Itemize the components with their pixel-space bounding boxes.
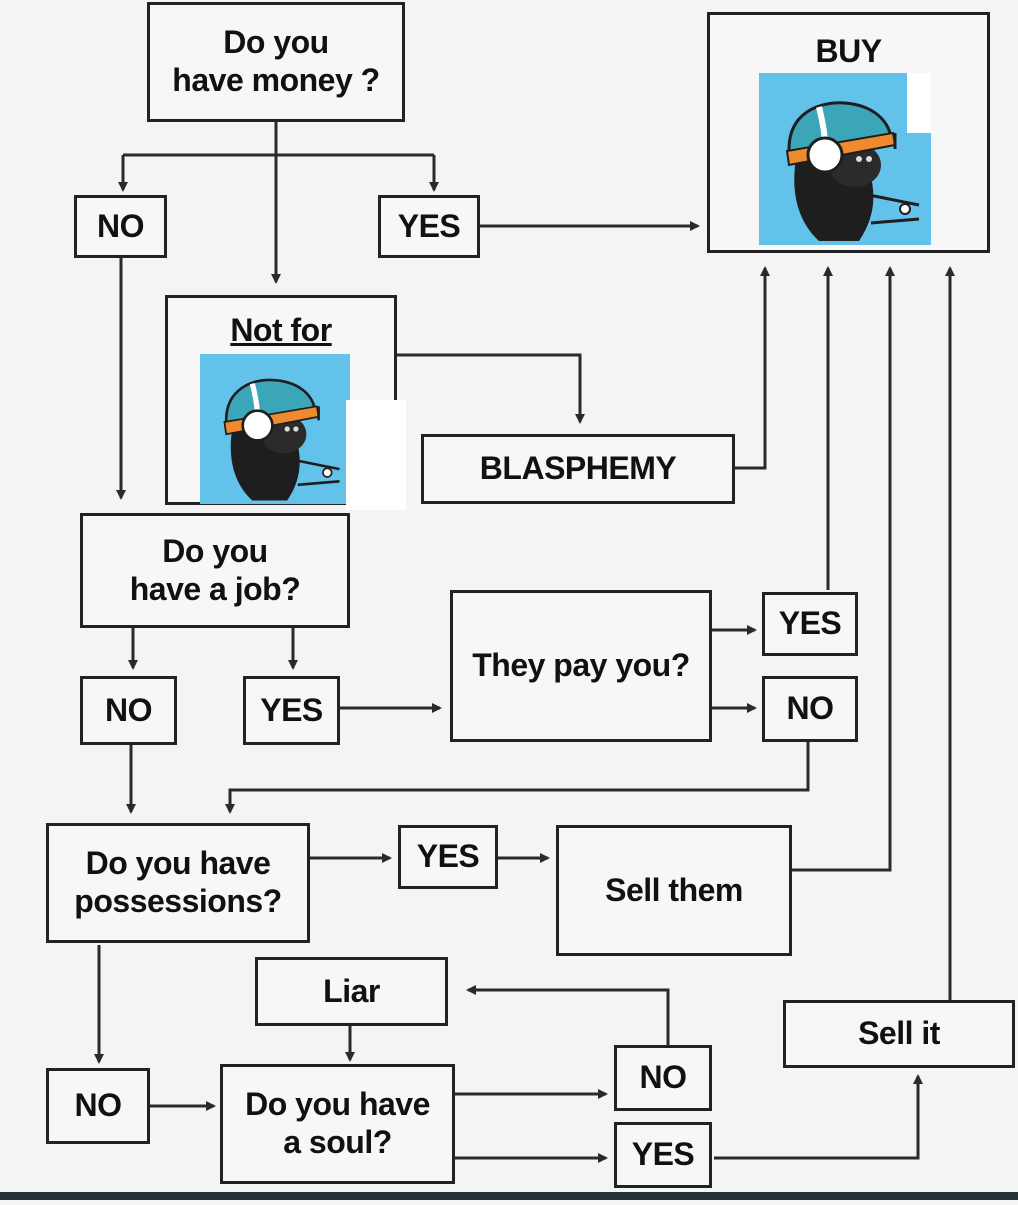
character-avatar-icon	[759, 73, 931, 245]
node-label: NO	[97, 207, 145, 244]
node-label: Not for	[230, 312, 332, 348]
avatar-arm	[858, 191, 920, 225]
node-label: Do you have possessions?	[74, 845, 282, 919]
node-label: They pay you?	[472, 647, 690, 684]
node-have-money: Do you have money ?	[147, 2, 405, 122]
node-label: BUY	[815, 33, 882, 69]
node-sell-it: Sell it	[783, 1000, 1015, 1068]
node-yes-pay: YES	[762, 592, 858, 656]
arrow-blasphemy-buy	[735, 266, 770, 470]
avatar-button	[322, 467, 333, 478]
node-label: NO	[105, 691, 153, 728]
node-label: YES	[631, 1136, 695, 1173]
arrow-sellthem-buy	[792, 266, 895, 872]
node-label: YES	[778, 605, 842, 642]
avatar-eye	[856, 156, 862, 162]
node-label: YES	[260, 691, 323, 728]
node-label: Do you have money ?	[172, 24, 380, 98]
node-no-money: NO	[74, 195, 167, 258]
avatar-button	[899, 203, 911, 215]
node-label: Do you have a soul?	[245, 1086, 430, 1160]
avatar-arm	[286, 457, 340, 487]
node-label: BLASPHEMY	[479, 450, 677, 487]
avatar-cutout	[907, 73, 931, 133]
arrow-nosoul-liar	[466, 985, 670, 1045]
node-label: NO	[639, 1059, 688, 1096]
node-no-possessions: NO	[46, 1068, 150, 1144]
avatar-headphone	[806, 136, 844, 174]
avatar-eye	[866, 156, 872, 162]
bottom-bar	[0, 1192, 1018, 1200]
avatar-headphone	[241, 409, 274, 442]
node-label: Do you have a job?	[129, 532, 301, 607]
node-have-possessions: Do you have possessions?	[46, 823, 310, 943]
node-yes-job: YES	[243, 676, 340, 745]
node-blasphemy: BLASPHEMY	[421, 434, 735, 504]
node-label: Liar	[323, 972, 380, 1009]
node-no-soul: NO	[614, 1045, 712, 1111]
node-have-job: Do you have a job?	[80, 513, 350, 628]
node-sell-them: Sell them	[556, 825, 792, 956]
node-yes-soul: YES	[614, 1122, 712, 1188]
node-label: Sell it	[858, 1015, 940, 1052]
node-label: Sell them	[605, 871, 743, 908]
node-liar: Liar	[255, 957, 448, 1026]
node-yes-money: YES	[378, 195, 480, 258]
node-they-pay: They pay you?	[450, 590, 712, 742]
arrow-notfor-blasphemy	[395, 353, 585, 424]
node-label: YES	[416, 838, 480, 875]
node-label: NO	[786, 690, 835, 727]
arrow-yessoul-sellit	[714, 1074, 923, 1160]
node-label: NO	[74, 1087, 123, 1124]
character-avatar-icon	[200, 354, 350, 504]
node-have-soul: Do you have a soul?	[220, 1064, 455, 1184]
arrow-nopay-possessions	[225, 742, 810, 814]
avatar-eye	[293, 426, 299, 432]
node-no-job: NO	[80, 676, 177, 745]
avatar-eye	[284, 426, 290, 432]
image-cutout	[346, 400, 406, 510]
node-label: YES	[397, 207, 461, 244]
node-yes-possessions: YES	[398, 825, 498, 889]
node-no-pay: NO	[762, 676, 858, 742]
